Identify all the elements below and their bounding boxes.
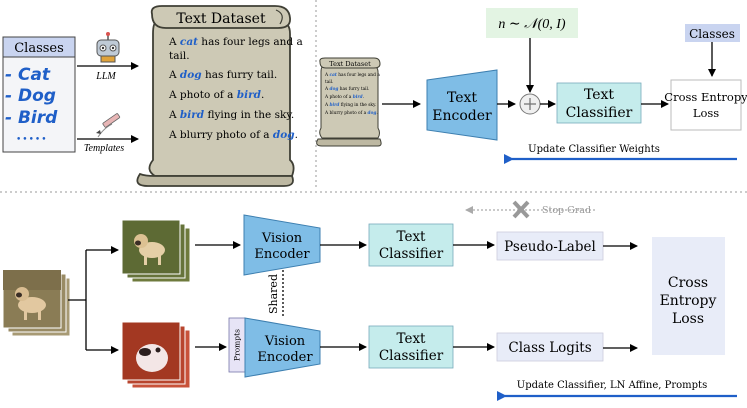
mini-sentence-line-1: tail. (325, 80, 333, 85)
sentence-line-1: tail. (169, 50, 190, 62)
text-classifier-mid-line2: Classifier (379, 246, 444, 262)
class-item-dog: - Dog (5, 86, 56, 106)
loss-top-line2: Loss (693, 106, 719, 120)
class-logits-text: Class Logits (508, 340, 591, 356)
update-label-bottom: Update Classifier, LN Affine, Prompts (517, 380, 707, 391)
loss-box-bottom (652, 237, 725, 355)
mini-sentence-line-0: A cat has four legs and a (324, 73, 380, 78)
sentence-line-3: A photo of a bird. (168, 89, 264, 101)
shared-label: Shared (267, 274, 280, 314)
class-item-more: ••••• (16, 135, 48, 145)
text-classifier-bottom-line2: Classifier (379, 348, 444, 364)
mini-sentence-line-2: A dog has furry tail. (324, 87, 369, 92)
loss-bottom-line1: Cross (668, 275, 708, 291)
classes-panel: Classes - Cat - Dog - Bird ••••• (2, 36, 76, 153)
vision-encoder-top-line1: Vision (261, 231, 303, 246)
text-classifier-bottom-line1: Text (397, 331, 427, 347)
sentence-line-2: A dog has furry tail. (168, 69, 277, 81)
class-item-cat: - Cat (5, 65, 51, 85)
robot-icon (96, 32, 120, 63)
vision-encoder-bottom-box (244, 317, 321, 378)
noise-box (486, 8, 578, 38)
text-encoder-line2: Encoder (432, 108, 492, 124)
vision-encoder-bottom-line1: Vision (264, 334, 306, 349)
templates-label: Templates (84, 143, 124, 154)
stop-grad-label: Stop Grad (542, 205, 591, 216)
augmented-image-stack (121, 321, 191, 389)
classes-header: Classes (14, 41, 64, 56)
prompts-label: Prompts (233, 329, 242, 361)
text-dataset-scroll: Text Dataset A cat has four legs and a ta… (136, 5, 303, 187)
pseudo-label-text: Pseudo-Label (504, 239, 596, 255)
loss-bottom-line3: Loss (672, 311, 704, 327)
text-classifier-top-line2: Classifier (566, 105, 633, 121)
classes-header-box (2, 36, 76, 58)
class-logits-box (496, 332, 604, 362)
llm-label: LLM (95, 71, 116, 82)
clean-image-stack (121, 219, 191, 283)
text-classifier-mid-box (368, 223, 454, 267)
mini-sentence-line-5: A blurry photo of a dog. (324, 111, 378, 116)
text-encoder-line1: Text (447, 90, 477, 106)
mini-text-dataset-scroll: Text Dataset A cat has four legs and a ta… (316, 57, 382, 147)
classes-box-top (685, 24, 740, 42)
mini-sentence-line-3: A photo of a bird. (324, 95, 364, 100)
sentence-line-0: A cat has four legs and a (168, 36, 303, 48)
sentence-line-4: A bird flying in the sky. (168, 109, 294, 121)
dataset-title: Text Dataset (176, 11, 266, 27)
mini-sentence-line-4: A bird flying in the sky. (324, 103, 376, 108)
sentence-list: A cat has four legs and a tail. A dog has … (168, 36, 303, 141)
stop-cross-icon (512, 200, 530, 219)
text-classifier-box-top (556, 82, 642, 124)
noise-label: n ∼ 𝒩(0, I) (498, 17, 565, 32)
sentence-line-5: A blurry photo of a dog. (168, 129, 298, 141)
mini-dataset-title: Text Dataset (329, 60, 371, 68)
mini-sentence-list: A cat has four legs and a tail. A dog has … (324, 73, 380, 116)
update-label-top: Update Classifier Weights (528, 144, 660, 155)
input-image-stack (2, 269, 71, 337)
text-classifier-bottom-box (368, 325, 454, 369)
vision-encoder-top-line2: Encoder (254, 247, 310, 262)
loss-bottom-line2: Entropy (660, 293, 717, 309)
text-encoder-box (426, 69, 498, 141)
loss-top-line1: Cross Entropy (664, 90, 747, 104)
vision-encoder-bottom-line2: Encoder (257, 350, 313, 365)
text-classifier-mid-line1: Text (397, 229, 427, 245)
class-item-bird: - Bird (5, 108, 58, 128)
pen-icon (96, 113, 121, 138)
loss-box-top (670, 79, 742, 131)
text-classifier-top-line1: Text (584, 87, 614, 103)
vision-encoder-top-box (243, 214, 321, 276)
classes-label-top: Classes (689, 27, 735, 41)
